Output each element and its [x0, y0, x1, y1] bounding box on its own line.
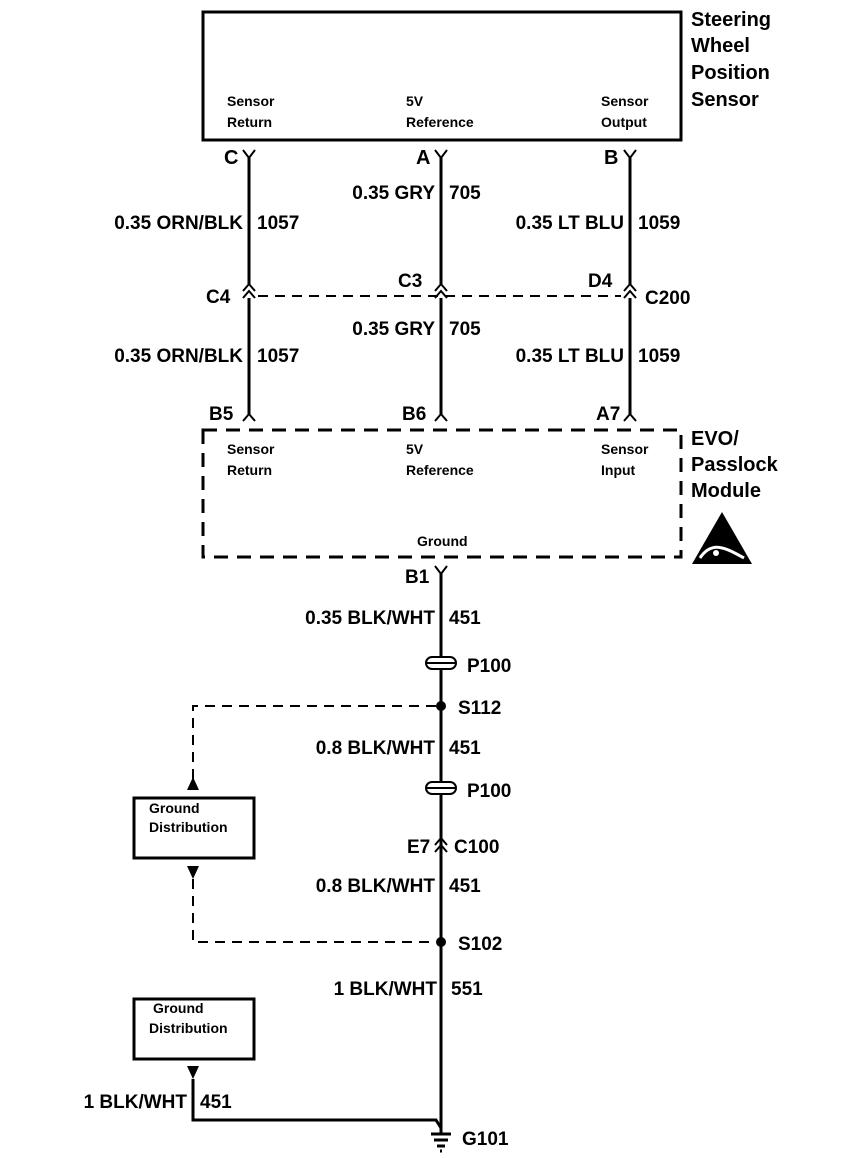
ground-wire-4-gauge: 1 BLK/WHT	[334, 979, 438, 1000]
sensor-terminal-c-label-2: Return	[227, 114, 272, 130]
c200-pin-c4-terminal-icon	[242, 282, 256, 299]
g101-ground-icon	[431, 1128, 451, 1153]
ground-wire-1-gauge: 0.35 BLK/WHT	[305, 608, 435, 629]
c200-connector-label: C200	[645, 288, 690, 309]
ground-distribution-2-line-1: Ground	[153, 1000, 204, 1016]
module-pin-b5-terminal-icon	[242, 412, 256, 422]
wire-705-upper-gauge: 0.35 GRY	[352, 183, 435, 204]
s102-label: S102	[458, 934, 502, 955]
c200-pin-c4: C4	[206, 287, 231, 308]
ground-wire-3-gauge: 0.8 BLK/WHT	[316, 876, 436, 897]
sensor-terminal-a-label-1: 5V	[406, 93, 424, 109]
module-terminal-a7-label-2: Input	[601, 462, 636, 478]
ground-distribution-2-box	[132, 997, 256, 1061]
module-terminal-b6-label-2: Reference	[406, 462, 474, 478]
c200-pin-c3: C3	[398, 271, 422, 292]
s112-splice-icon	[436, 701, 446, 711]
ground-distribution-1-box	[132, 796, 256, 860]
ground-wire-3-circuit: 451	[449, 876, 481, 897]
sensor-pin-a: A	[416, 147, 430, 169]
wire-705-lower-gauge: 0.35 GRY	[352, 319, 435, 340]
g101-label: G101	[462, 1129, 509, 1150]
ground-wire-451-to-g101	[191, 1079, 443, 1129]
module-pin-a7: A7	[596, 404, 620, 425]
sensor-pin-a-terminal-icon	[434, 149, 448, 160]
c100-label: C100	[454, 837, 499, 858]
ground-wire-2-circuit: 451	[449, 738, 481, 759]
ground-distribution-1-arrow-down-icon	[187, 866, 199, 879]
sensor-terminal-b-label-1: Sensor	[601, 93, 649, 109]
s102-splice-icon	[436, 937, 446, 947]
c200-pin-d4: D4	[588, 271, 613, 292]
wire-1057-lower-gauge: 0.35 ORN/BLK	[114, 346, 243, 367]
module-terminal-b5-label-2: Return	[227, 462, 272, 478]
ground-wire-5-gauge: 1 BLK/WHT	[84, 1092, 188, 1113]
wire-1057-upper-gauge: 0.35 ORN/BLK	[114, 213, 243, 234]
wire-1059-lower-gauge: 0.35 LT BLU	[516, 346, 624, 367]
ground-distribution-2-line-2: Distribution	[149, 1020, 228, 1036]
p100-label-2: P100	[467, 781, 511, 802]
module-name-line-3: Module	[691, 480, 761, 502]
sensor-terminal-b-label-2: Output	[601, 114, 647, 130]
module-ground-label: Ground	[417, 533, 468, 549]
module-pin-a7-terminal-icon	[623, 412, 637, 422]
ground-wire-2-gauge: 0.8 BLK/WHT	[316, 738, 436, 759]
sensor-terminal-c-label-1: Sensor	[227, 93, 275, 109]
sensor-box	[201, 10, 683, 142]
ground-wire-4-circuit: 551	[451, 979, 483, 1000]
s112-ground-distribution-dashline	[192, 705, 436, 784]
c200-pin-d4-terminal-icon	[623, 282, 637, 299]
ground-distribution-2-arrow-down-icon	[187, 1066, 199, 1079]
p100-label-1: P100	[467, 656, 511, 677]
module-ground-pin-terminal-icon	[434, 565, 448, 576]
sensor-pin-c-terminal-icon	[242, 149, 256, 160]
s102-ground-distribution-dashline	[192, 879, 436, 943]
sensor-name-line-1: Steering	[691, 9, 771, 31]
wire-705-upper-circuit: 705	[449, 183, 481, 204]
wire-1057-upper-circuit: 1057	[257, 213, 299, 234]
p100-passthrough-icon	[425, 656, 457, 670]
sensor-name-line-3: Position	[691, 62, 770, 84]
module-pin-b6-terminal-icon	[434, 412, 448, 422]
wire-1059-upper-gauge: 0.35 LT BLU	[516, 213, 624, 234]
sensor-pin-b-terminal-icon	[623, 149, 637, 160]
module-ground-pin: B1	[405, 567, 430, 588]
module-terminal-a7-label-1: Sensor	[601, 441, 649, 457]
module-pin-b6: B6	[402, 404, 426, 425]
c100-pin-e7-terminal-icon	[434, 836, 448, 853]
s112-label: S112	[458, 698, 501, 719]
wire-1059-upper-circuit: 1059	[638, 213, 680, 234]
sensor-name-line-4: Sensor	[691, 89, 759, 111]
wire-1059-lower-circuit: 1059	[638, 346, 680, 367]
module-name-line-2: Passlock	[691, 454, 779, 476]
p100-passthrough-icon	[425, 781, 457, 795]
module-box	[201, 428, 683, 559]
ground-wire-5-circuit: 451	[200, 1092, 232, 1113]
sensor-name-line-2: Wheel	[691, 35, 750, 57]
sensor-pin-b: B	[604, 147, 618, 169]
ground-distribution-1-line-2: Distribution	[149, 819, 228, 835]
wire-1057-lower-circuit: 1057	[257, 346, 299, 367]
module-terminal-b5-label-1: Sensor	[227, 441, 275, 457]
module-pin-b5: B5	[209, 404, 234, 425]
wire-705-lower-circuit: 705	[449, 319, 481, 340]
sensor-pin-c: C	[224, 147, 238, 169]
module-terminal-b6-label-1: 5V	[406, 441, 424, 457]
module-name-line-1: EVO/	[691, 428, 739, 450]
ground-wire-1-circuit: 451	[449, 608, 481, 629]
esd-warning-icon	[692, 512, 752, 564]
ground-distribution-1-arrow-up-icon	[187, 777, 199, 790]
c100-pin-e7: E7	[407, 837, 430, 858]
ground-distribution-1-line-1: Ground	[149, 800, 200, 816]
sensor-terminal-a-label-2: Reference	[406, 114, 474, 130]
